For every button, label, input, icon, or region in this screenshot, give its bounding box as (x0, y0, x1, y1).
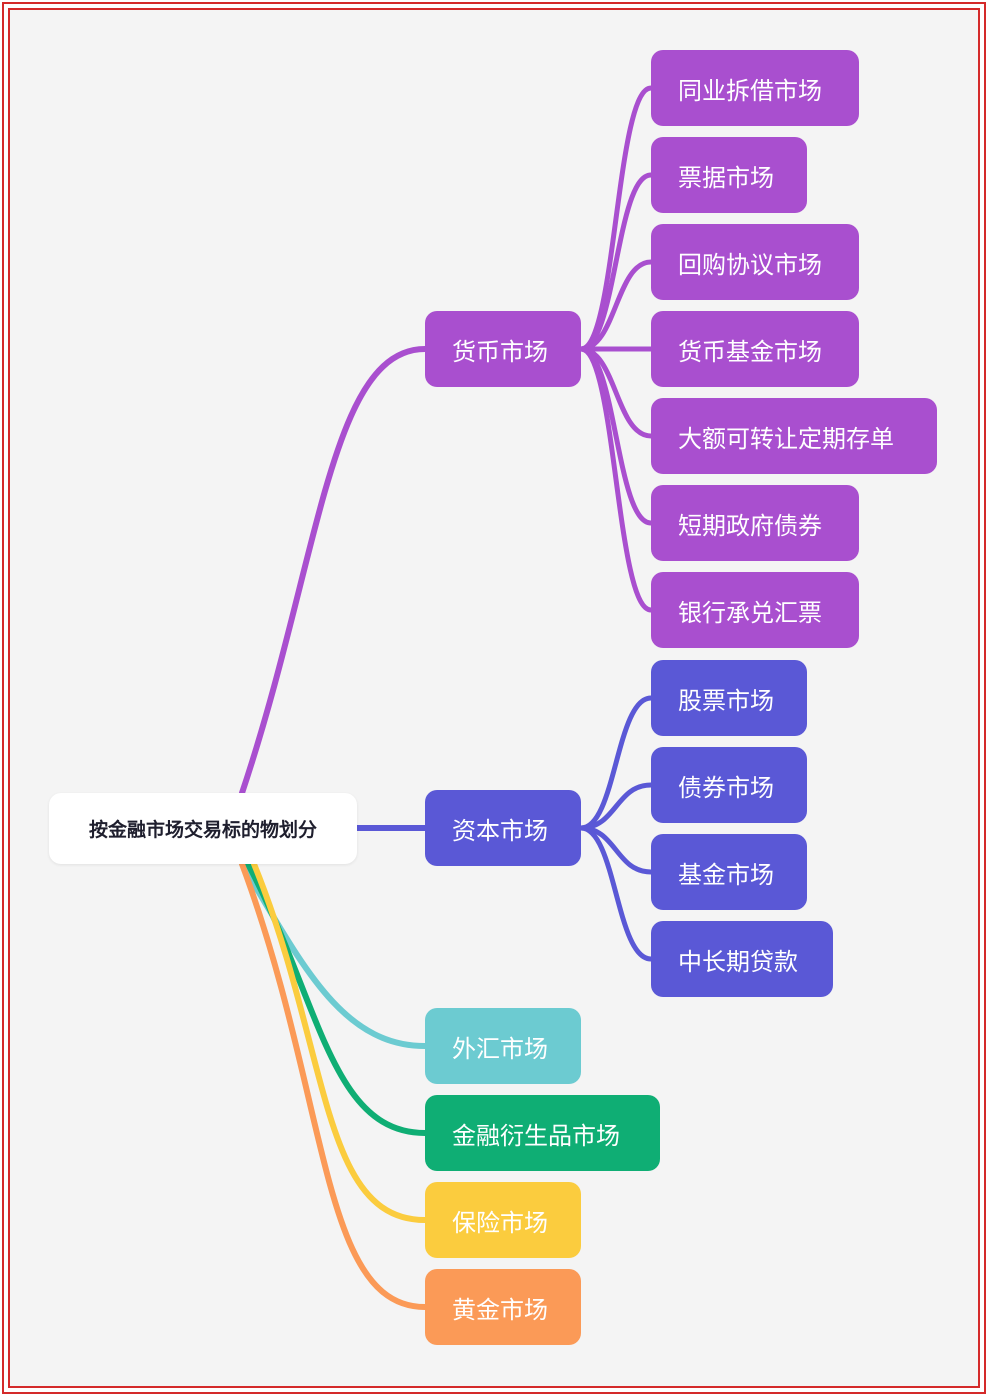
leaf-repo-market[interactable]: 回购协议市场 (651, 224, 859, 300)
leaf-fund-market[interactable]: 基金市场 (651, 834, 807, 910)
leaf-bond-market[interactable]: 债券市场 (651, 747, 807, 823)
leaf-stock-market[interactable]: 股票市场 (651, 660, 807, 736)
connector-derivatives (245, 861, 428, 1136)
leaf-bankers-acceptance[interactable]: 银行承兑汇票 (651, 572, 859, 648)
leaf-short-term-govt-bonds[interactable]: 短期政府债券 (651, 485, 859, 561)
connector-insurance (251, 861, 428, 1223)
branch-insurance-market[interactable]: 保险市场 (425, 1182, 581, 1258)
connector-capital-leaf-1 (578, 782, 654, 831)
connector-gold (239, 861, 428, 1310)
connector-money-leaf-1 (578, 172, 654, 352)
branch-forex-market[interactable]: 外汇市场 (425, 1008, 581, 1084)
leaf-long-term-loans[interactable]: 中长期贷款 (651, 921, 833, 997)
connector-capital-leaf-3 (578, 825, 654, 962)
connector-capital-leaf-0 (578, 695, 654, 831)
branch-money-market[interactable]: 货币市场 (425, 311, 581, 387)
leaf-interbank-lending[interactable]: 同业拆借市场 (651, 50, 859, 126)
root-node[interactable]: 按金融市场交易标的物划分 (49, 793, 357, 864)
leaf-bill-market[interactable]: 票据市场 (651, 137, 807, 213)
branch-gold-market[interactable]: 黄金市场 (425, 1269, 581, 1345)
branch-derivatives-market[interactable]: 金融衍生品市场 (425, 1095, 660, 1171)
branch-capital-market[interactable]: 资本市场 (425, 790, 581, 866)
leaf-money-fund-market[interactable]: 货币基金市场 (651, 311, 859, 387)
connector-money (239, 346, 428, 796)
leaf-large-cd[interactable]: 大额可转让定期存单 (651, 398, 937, 474)
connector-money-leaf-6 (578, 346, 654, 613)
connector-money-leaf-2 (578, 259, 654, 352)
